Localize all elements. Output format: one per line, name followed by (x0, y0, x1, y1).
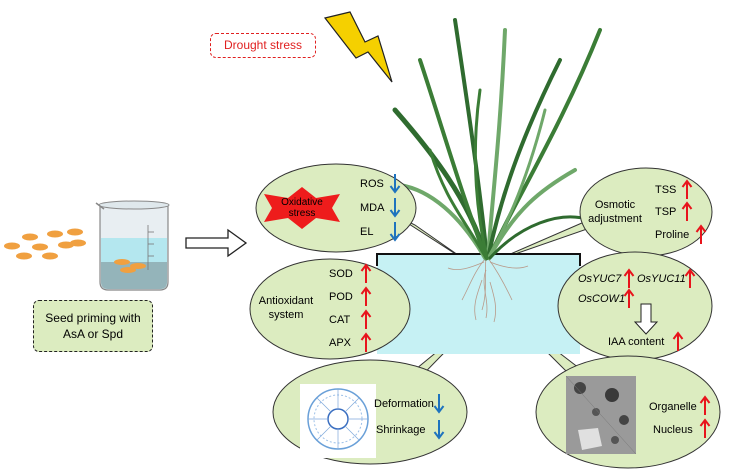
shrinkage-down-arrow-icon (433, 420, 445, 440)
osyuc11-label: OsYUC11 (637, 273, 686, 285)
organelle-label: Organelle (649, 401, 697, 413)
apx-up-arrow-icon (360, 332, 372, 352)
tsp-label: TSP (655, 206, 677, 218)
lightning-icon (323, 11, 393, 83)
iaa-up-arrow-icon (672, 331, 684, 351)
proline-label: Proline (655, 229, 690, 241)
direction-arrows (360, 174, 711, 440)
pod-label: POD (329, 291, 353, 303)
oxidative-stress-label: Oxidative stress (281, 197, 323, 219)
seed-priming-label: Seed priming with AsA or Spd (33, 300, 153, 352)
cell-ultrastructure-image (565, 375, 637, 455)
deformation-label: Deformation (374, 398, 434, 410)
osyuc7-up-arrow-icon (623, 268, 635, 288)
tss-label: TSS (655, 184, 677, 196)
ros-down-arrow-icon (389, 174, 401, 194)
mda-down-arrow-icon (389, 198, 401, 218)
tss-up-arrow-icon (681, 179, 693, 199)
antioxidant-title: Antioxidant system (258, 295, 314, 321)
root-cross-section-image (300, 384, 376, 458)
apx-label: APX (329, 337, 352, 349)
shrinkage-label: Shrinkage (376, 424, 426, 436)
iaa-content-label: IAA content (608, 336, 665, 348)
sod-up-arrow-icon (360, 263, 372, 283)
sod-label: SOD (329, 268, 353, 280)
water-container (377, 254, 580, 354)
osmotic-title: Osmotic adjustment (588, 199, 642, 225)
drought-stress-label: Drought stress (210, 33, 316, 58)
beaker-icon (95, 200, 170, 291)
nucleus-up-arrow-icon (699, 418, 711, 438)
oxidative-stress-star (264, 187, 340, 229)
el-down-arrow-icon (389, 222, 401, 242)
iaa-down-arrow (633, 303, 659, 335)
deformation-down-arrow-icon (433, 394, 445, 414)
tsp-up-arrow-icon (681, 201, 693, 221)
cat-up-arrow-icon (360, 309, 372, 329)
rice-plant (392, 18, 602, 261)
proline-up-arrow-icon (695, 224, 707, 244)
osyuc11-up-arrow-icon (684, 268, 696, 288)
container-rim (376, 253, 581, 266)
organelle-up-arrow-icon (699, 395, 711, 415)
mda-label: MDA (360, 202, 385, 214)
seeds (4, 228, 86, 260)
cat-label: CAT (329, 314, 351, 326)
osyuc7-label: OsYUC7 (578, 273, 622, 285)
el-label: EL (360, 226, 374, 238)
antioxidant-bubble (249, 258, 411, 360)
roots (447, 257, 529, 323)
oscow1-label: OsCOW1 (578, 293, 626, 305)
oxidative-bubble (255, 163, 417, 253)
nucleus-label: Nucleus (653, 424, 693, 436)
oscow1-up-arrow-icon (623, 288, 635, 308)
priming-arrow (185, 228, 248, 258)
pod-up-arrow-icon (360, 286, 372, 306)
ros-label: ROS (360, 178, 384, 190)
